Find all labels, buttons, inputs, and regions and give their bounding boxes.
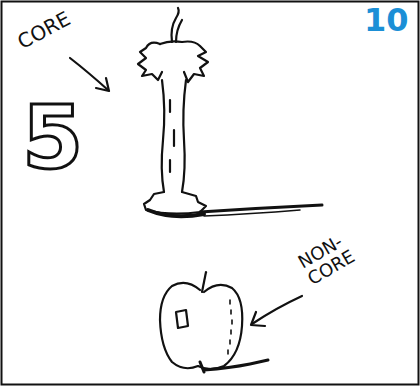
non-core-label: NON- CORE	[295, 221, 375, 289]
callout-number: 5	[22, 92, 83, 184]
core-label: CORE	[14, 8, 74, 53]
figure-number: 10	[364, 4, 409, 38]
